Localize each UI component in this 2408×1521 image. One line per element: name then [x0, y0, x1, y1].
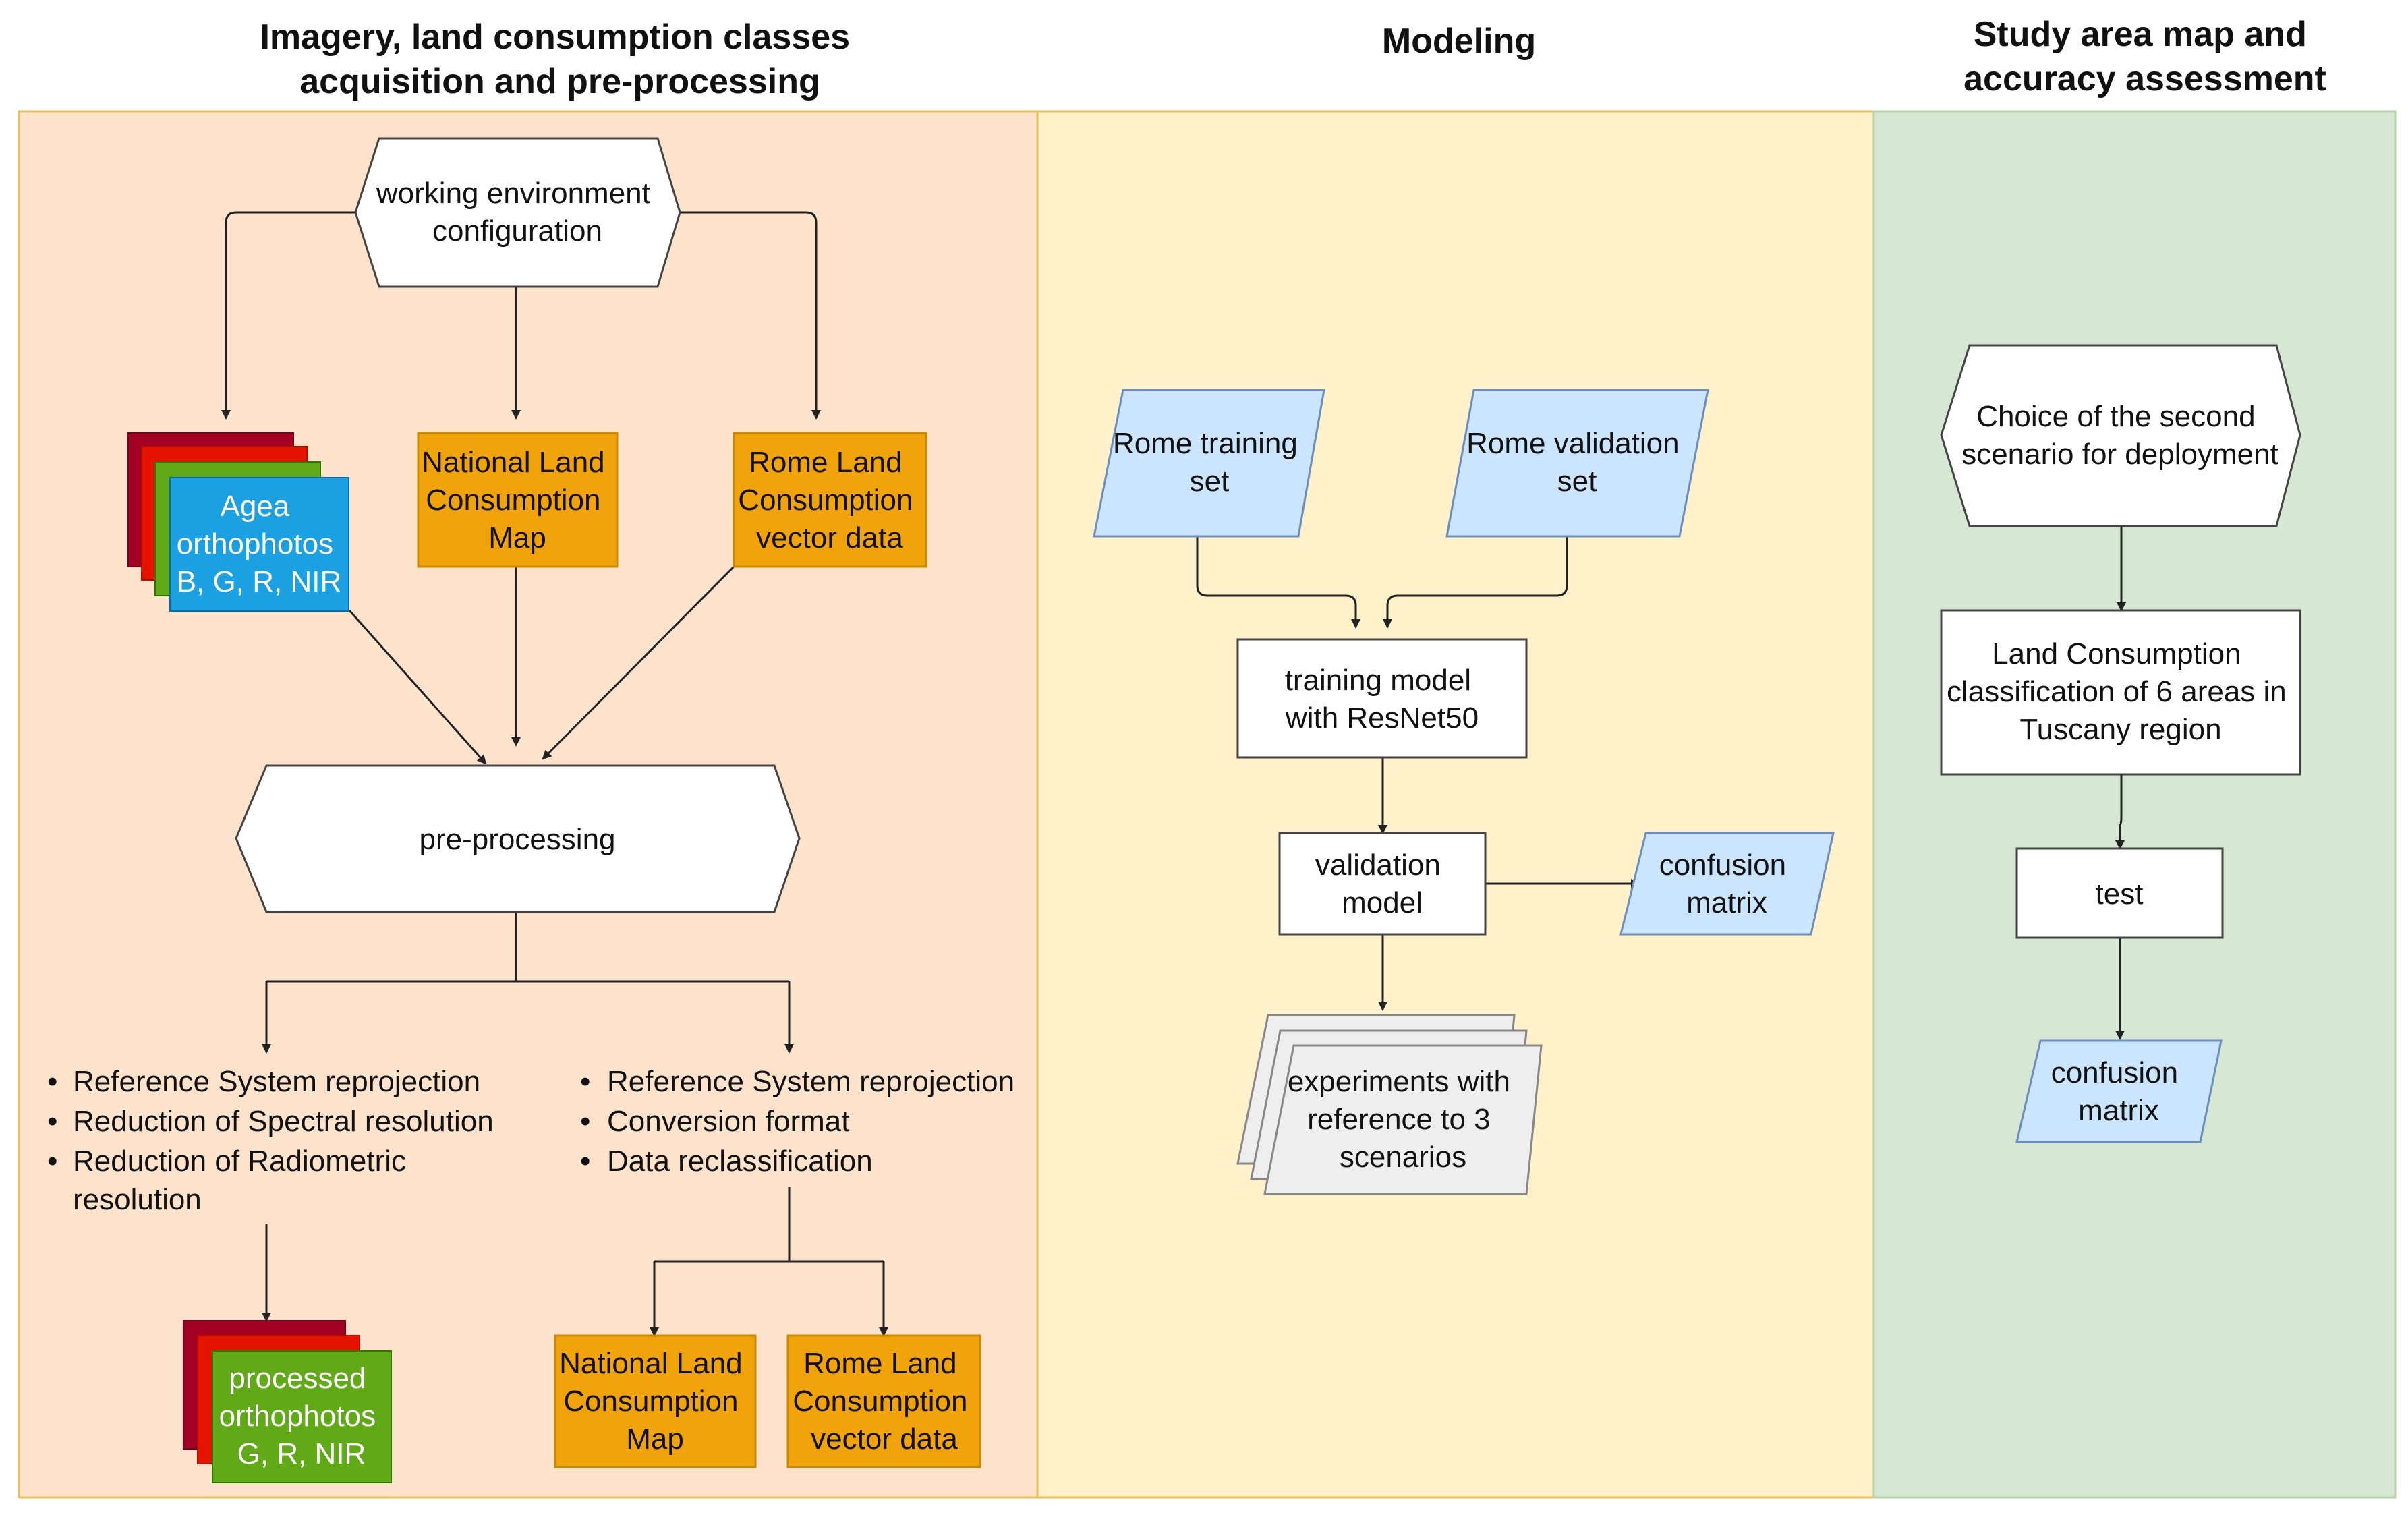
processed-orthophotos-label: processed orthophotos G, R, NIR — [219, 1362, 384, 1470]
rome-vector-label: Rome Land Consumption vector data — [738, 446, 921, 554]
test-label: test — [2096, 878, 2144, 911]
right-bullet-item: Data reclassification — [607, 1145, 873, 1178]
rome-validation-set-node: Rome validation set — [1445, 389, 1709, 538]
rome-vector-node: Rome Land Consumption vector data — [733, 432, 927, 568]
right-bullet-item: Conversion format — [607, 1105, 849, 1138]
panel-study-area — [1872, 110, 2397, 1499]
bullet-marker: • — [47, 1105, 57, 1138]
right-bullet-list: • Reference System reprojection • Conver… — [580, 1065, 1014, 1178]
confusion-matrix-label: confusion matrix — [1659, 849, 1795, 919]
validation-model-label: validation model — [1315, 849, 1449, 919]
column-title-modeling: Modeling — [1382, 22, 1536, 61]
national-map-node: National Land Consumption Map — [417, 432, 619, 568]
working-environment-node: working environment configuration — [354, 137, 681, 288]
bullet-marker: • — [580, 1105, 590, 1138]
left-bullet-item: Reduction of Spectral resolution — [73, 1105, 494, 1138]
rome-vector-output-label: Rome Land Consumption vector data — [793, 1347, 976, 1456]
classification-node: Land Consumption classification of 6 are… — [1940, 609, 2301, 776]
pre-processing-node: pre-processing — [235, 764, 801, 913]
training-model-label: training model with ResNet50 — [1285, 664, 1480, 735]
national-map-label: National Land Consumption Map — [422, 446, 613, 554]
column-title-study-area: Study area map and accuracy assessment — [1963, 15, 2326, 98]
agea-orthophotos-node: Agea orthophotos B, G, R, NIR — [127, 432, 349, 612]
national-map-output-label: National Land Consumption Map — [559, 1347, 751, 1456]
left-bullet-list: • Reference System reprojection • Reduct… — [47, 1065, 494, 1216]
national-map-output-node: National Land Consumption Map — [554, 1334, 757, 1468]
left-bullet-item: Reduction of Radiometric resolution — [73, 1145, 414, 1216]
pre-processing-label: pre-processing — [419, 823, 615, 856]
choice-scenario-node: Choice of the second scenario for deploy… — [1940, 344, 2301, 527]
experiments-node: experiments with reference to 3 scenario… — [1236, 1014, 1543, 1195]
experiments-label: experiments with reference to 3 scenario… — [1288, 1065, 1518, 1174]
working-environment-label: working environment configuration — [376, 177, 658, 248]
choice-scenario-label: Choice of the second scenario for deploy… — [1961, 400, 2278, 471]
validation-model-node: validation model — [1278, 832, 1487, 936]
bullet-marker: • — [580, 1065, 590, 1098]
rome-vector-output-node: Rome Land Consumption vector data — [786, 1334, 981, 1468]
processed-orthophotos-node: processed orthophotos G, R, NIR — [183, 1320, 392, 1483]
confusion-matrix-node: confusion matrix — [1619, 832, 1835, 936]
rome-training-set-label: Rome training set — [1113, 427, 1306, 498]
agea-orthophotos-label: Agea orthophotos B, G, R, NIR — [177, 490, 342, 598]
column-title-preprocessing: Imagery, land consumption classes acquis… — [260, 18, 859, 101]
study-confusion-matrix-node: confusion matrix — [2015, 1039, 2223, 1143]
test-node: test — [2015, 847, 2224, 939]
right-bullet-item: Reference System reprojection — [607, 1065, 1014, 1098]
rome-training-set-node: Rome training set — [1093, 389, 1325, 538]
rome-validation-set-label: Rome validation set — [1466, 427, 1688, 498]
panel-modeling — [1036, 110, 1875, 1499]
bullet-marker: • — [580, 1145, 590, 1178]
classification-label: Land Consumption classification of 6 are… — [1947, 637, 2295, 746]
left-bullet-item: Reference System reprojection — [73, 1065, 480, 1098]
study-confusion-matrix-label: confusion matrix — [2051, 1056, 2187, 1127]
bullet-marker: • — [47, 1145, 57, 1178]
bullet-marker: • — [47, 1065, 57, 1098]
training-model-node: training model with ResNet50 — [1236, 638, 1528, 759]
